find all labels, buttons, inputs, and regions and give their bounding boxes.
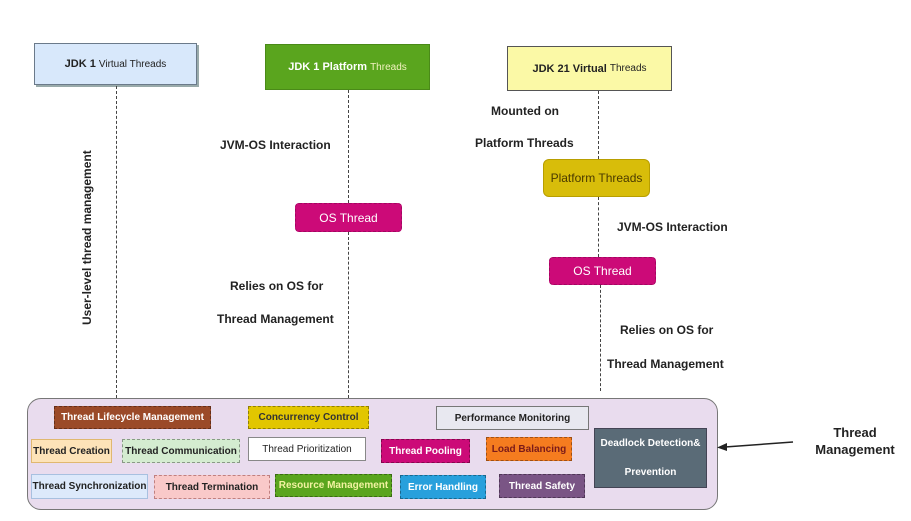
lifeline-jdk1-platform-upper <box>348 90 349 203</box>
chip-thread-safety: Thread Safety <box>499 474 585 498</box>
chip-load-balancing: Load Balancing <box>486 437 572 461</box>
chip-resource-management: Resource Management <box>275 474 392 497</box>
relies-on-os-line1-right: Relies on OS for <box>620 323 714 337</box>
thread-management-callout: Thread Management <box>800 424 910 458</box>
chip-label: Thread Termination <box>165 481 259 493</box>
os-thread-label: OS Thread <box>319 210 378 225</box>
callout-line1: Thread <box>833 425 877 440</box>
chip-label: Thread Synchronization <box>32 481 147 492</box>
relies-on-os-line1-middle: Relies on OS for <box>230 279 324 293</box>
chip-label: Deadlock Detection& <box>600 438 701 449</box>
lifeline-jdk1-virtual <box>116 86 117 398</box>
chip-label-line2: Prevention <box>624 467 677 478</box>
jdk1-platform-threads-box: JDK 1 Platform Threads <box>265 44 430 90</box>
chip-thread-lifecycle-management: Thread Lifecycle Management <box>54 406 211 429</box>
chip-label: Load Balancing <box>491 443 567 455</box>
mounted-on-line1: Mounted on <box>491 104 559 118</box>
mounted-on-line2: Platform Threads <box>475 136 574 150</box>
chip-thread-pooling: Thread Pooling <box>381 439 470 463</box>
lifeline-jdk21-upper <box>598 91 599 159</box>
platform-threads-node: Platform Threads <box>543 159 650 197</box>
lifeline-jdk21-mid <box>598 197 599 257</box>
chip-label: Performance Monitoring <box>454 412 571 424</box>
os-thread-label: OS Thread <box>573 264 632 278</box>
jdk1-virtual-rest: Virtual Threads <box>98 58 167 70</box>
user-level-thread-management-label: User-level thread management <box>80 150 94 325</box>
callout-arrow-icon <box>717 441 794 451</box>
chip-label: Thread Safety <box>508 480 576 492</box>
jvm-os-interaction-label-middle: JVM-OS Interaction <box>220 138 331 152</box>
chip-label: Thread Lifecycle Management <box>61 412 204 423</box>
chip-concurrency-control: Concurrency Control <box>248 406 369 429</box>
jdk1-platform-rest: Threads <box>370 61 407 73</box>
jvm-os-interaction-label-right: JVM-OS Interaction <box>617 220 728 234</box>
jdk21-virtual-threads-box: JDK 21 Virtual Threads <box>507 46 672 91</box>
chip-thread-communication: Thread Communication <box>122 439 240 463</box>
jdk1-virtual-threads-box: JDK 1 Virtual Threads <box>34 43 197 85</box>
chip-label: Thread Prioritization <box>262 443 352 455</box>
chip-label: Thread Pooling <box>389 445 462 457</box>
jdk1-virtual-strong: JDK 1 <box>64 58 96 70</box>
chip-thread-creation: Thread Creation <box>31 439 112 463</box>
chip-deadlock-detection-prevention: Deadlock Detection& Prevention <box>594 428 707 488</box>
chip-performance-monitoring: Performance Monitoring <box>436 406 589 430</box>
relies-on-os-line2-right: Thread Management <box>607 357 724 371</box>
callout-line2: Management <box>815 442 895 457</box>
chip-thread-synchronization: Thread Synchronization <box>31 474 148 499</box>
jdk21-virtual-strong: JDK 21 Virtual <box>532 62 607 75</box>
chip-label: Concurrency Control <box>258 412 359 423</box>
relies-on-os-line2-middle: Thread Management <box>217 312 334 326</box>
chip-label: Error Handling <box>407 481 478 493</box>
chip-label: Thread Creation <box>33 445 110 457</box>
os-thread-node-right: OS Thread <box>549 257 656 285</box>
jdk1-platform-strong: JDK 1 Platform <box>288 61 368 73</box>
os-thread-node-middle: OS Thread <box>295 203 402 232</box>
chip-label: Resource Management <box>278 480 389 491</box>
lifeline-jdk21-lower <box>600 285 601 391</box>
chip-thread-termination: Thread Termination <box>154 475 270 499</box>
chip-label: Thread Communication <box>125 445 237 457</box>
platform-threads-label: Platform Threads <box>550 171 643 185</box>
lifeline-jdk1-platform-lower <box>348 232 349 398</box>
jdk21-virtual-rest: Threads <box>609 63 647 74</box>
chip-thread-prioritization: Thread Prioritization <box>248 437 366 461</box>
chip-error-handling: Error Handling <box>400 475 486 499</box>
